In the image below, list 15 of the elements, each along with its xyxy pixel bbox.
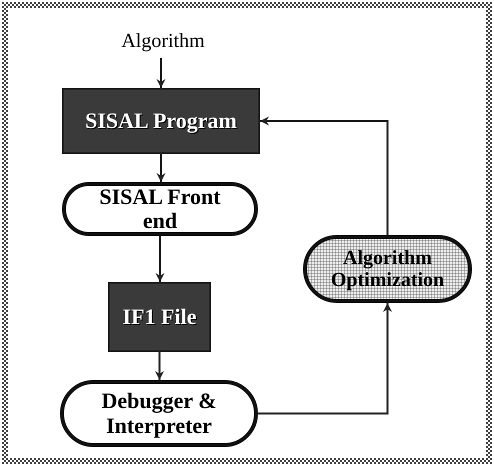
node-label: SISAL Program (85, 108, 237, 134)
node-label: SISAL Front end (98, 184, 222, 234)
arrow (156, 154, 166, 182)
node-label: Algorithm Optimization (330, 247, 446, 291)
process-terminal (62, 182, 258, 236)
node-label: Debugger & Interpreter (100, 389, 218, 438)
arrow (260, 116, 388, 235)
process-box (108, 282, 211, 352)
arrow (156, 236, 164, 282)
node-label: Algorithm (121, 30, 205, 52)
arrow (156, 58, 166, 88)
arrow (258, 303, 392, 414)
node-label: IF1 File (122, 304, 196, 330)
process-box (62, 88, 260, 154)
arrow (155, 352, 164, 380)
